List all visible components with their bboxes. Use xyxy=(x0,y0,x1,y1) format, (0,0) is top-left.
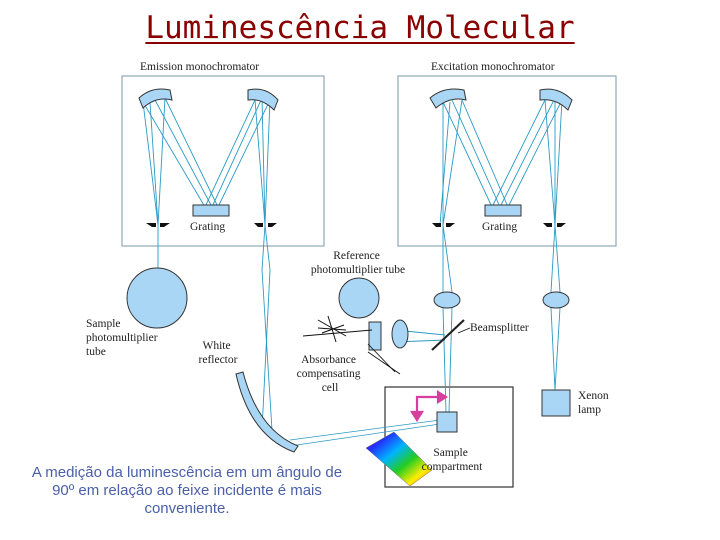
emission-monochromator-box xyxy=(121,75,325,247)
excitation-monochromator-label: Excitation monochromator xyxy=(431,61,555,73)
emission-direction-arrow xyxy=(410,390,449,423)
slits xyxy=(146,223,566,227)
xenon-lamp-label: Xenon lamp xyxy=(578,390,612,416)
absorbance-cell-label: Absorbance compensating cell xyxy=(297,354,364,394)
reference-photomultiplier-tube xyxy=(338,277,380,319)
sample-photomultiplier-tube xyxy=(126,267,188,329)
sample-pmt-label: Sample photomultiplier tube xyxy=(86,318,160,358)
lenses xyxy=(391,291,570,349)
emission-mirrors xyxy=(138,88,279,217)
spectrum-prism-icon xyxy=(365,431,433,487)
caption-text: A medição da luminescência em um ângulo … xyxy=(31,464,343,517)
grating-label-right: Grating xyxy=(482,221,517,233)
sample-cuvette xyxy=(436,411,458,433)
grating-label-left: Grating xyxy=(190,221,225,233)
reflected-beam xyxy=(289,419,441,447)
sample-compartment-label: Sample compartment xyxy=(422,447,483,473)
beamsplitter-label: Beamsplitter xyxy=(470,322,529,334)
white-reflector-label: White reflector xyxy=(199,340,238,366)
emission-monochromator-label: Emission monochromator xyxy=(140,61,259,73)
excitation-monochromator-box xyxy=(397,75,617,247)
reference-pmt-label: Reference photomultiplier tube xyxy=(311,250,405,276)
excitation-mirrors xyxy=(429,88,573,217)
leader-lines xyxy=(302,327,471,375)
emission-beam-paths xyxy=(142,97,273,431)
excitation-beam-paths xyxy=(394,97,563,413)
xenon-lamp xyxy=(541,389,571,417)
white-reflector xyxy=(235,371,299,453)
absorbance-compensating-cell xyxy=(368,321,382,351)
page-title: Luminescência Molecular xyxy=(145,10,575,46)
beamsplitter xyxy=(431,319,465,351)
lamp-icon xyxy=(317,315,347,343)
